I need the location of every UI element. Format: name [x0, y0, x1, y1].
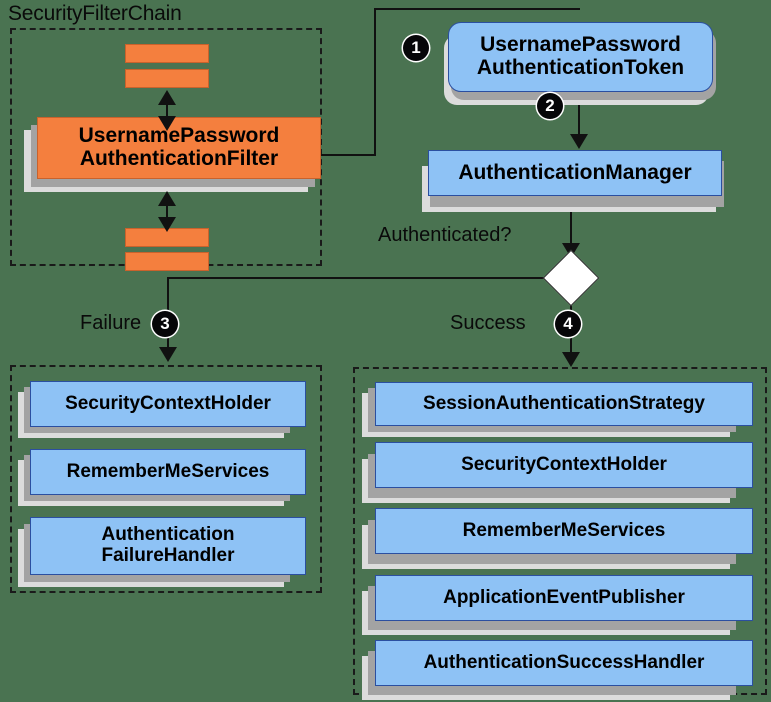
label-success: Success	[450, 312, 526, 334]
label-failure: Failure	[80, 312, 142, 334]
filter-label-line1: UsernamePassword	[78, 124, 280, 148]
arrow-up-icon-filter-bottom	[158, 191, 176, 206]
arrow-down-icon-filter-top	[158, 116, 176, 131]
failure-node-3-line2: FailureHandler	[101, 545, 235, 566]
success-node-4-line1: ApplicationEventPublisher	[443, 586, 685, 608]
connector-diamond-to-failure-h	[168, 277, 552, 279]
connector-topbars-filter	[166, 95, 168, 125]
connector-token-to-manager	[578, 92, 580, 138]
node-username-password-authentication-token[interactable]: UsernamePassword AuthenticationToken	[448, 22, 713, 92]
arrow-up-icon-topbars	[158, 90, 176, 105]
filter-bar-top-1	[125, 44, 209, 63]
node-authentication-manager[interactable]: AuthenticationManager	[428, 150, 722, 196]
decision-diamond-authenticated	[542, 249, 600, 307]
success-node-3-line1: RememberMeServices	[462, 519, 666, 541]
manager-label: AuthenticationManager	[458, 160, 692, 184]
node-success-remember-me-services[interactable]: RememberMeServices	[375, 508, 753, 554]
badge-step-1: 1	[403, 35, 429, 61]
label-authenticated: Authenticated?	[378, 224, 512, 246]
connector-filter-bottombars	[166, 196, 168, 226]
badge-step-2: 2	[537, 93, 563, 119]
badge-step-3: 3	[152, 311, 178, 337]
filter-label-line2: AuthenticationFilter	[79, 147, 279, 170]
group-title-security-filter-chain: SecurityFilterChain	[8, 2, 182, 25]
failure-node-1-line1: SecurityContextHolder	[65, 392, 271, 414]
failure-node-3-line1: Authentication	[101, 524, 235, 546]
node-success-session-authentication-strategy[interactable]: SessionAuthenticationStrategy	[375, 382, 753, 426]
success-node-1-line1: SessionAuthenticationStrategy	[423, 392, 705, 414]
filter-bar-bottom-2	[125, 252, 209, 271]
node-success-security-context-holder[interactable]: SecurityContextHolder	[375, 442, 753, 488]
connector-filter-to-token-v	[374, 8, 376, 156]
connector-manager-to-diamond	[570, 212, 572, 252]
group-failure	[10, 365, 322, 593]
connector-filter-to-token-h2	[374, 8, 580, 10]
node-success-application-event-publisher[interactable]: ApplicationEventPublisher	[375, 575, 753, 621]
node-success-authentication-success-handler[interactable]: AuthenticationSuccessHandler	[375, 640, 753, 686]
arrow-down-icon-bottombars	[158, 217, 176, 232]
token-label-line1: UsernamePassword	[480, 33, 681, 57]
failure-node-2-line1: RememberMeServices	[66, 460, 270, 482]
node-failure-authentication-failure-handler[interactable]: Authentication FailureHandler	[30, 517, 306, 575]
node-username-password-authentication-filter[interactable]: UsernamePassword AuthenticationFilter	[37, 117, 321, 179]
filter-bar-top-2	[125, 69, 209, 88]
node-failure-remember-me-services[interactable]: RememberMeServices	[30, 449, 306, 495]
badge-step-4: 4	[555, 311, 581, 337]
connector-filter-to-token-h1	[321, 154, 376, 156]
success-node-5-line1: AuthenticationSuccessHandler	[423, 651, 705, 673]
arrow-down-icon-failure	[159, 347, 177, 362]
success-node-2-line1: SecurityContextHolder	[461, 453, 667, 475]
token-label-line2: AuthenticationToken	[476, 56, 685, 79]
arrow-down-icon-success	[562, 352, 580, 367]
arrow-down-icon-token-manager	[570, 134, 588, 149]
node-failure-security-context-holder[interactable]: SecurityContextHolder	[30, 381, 306, 427]
